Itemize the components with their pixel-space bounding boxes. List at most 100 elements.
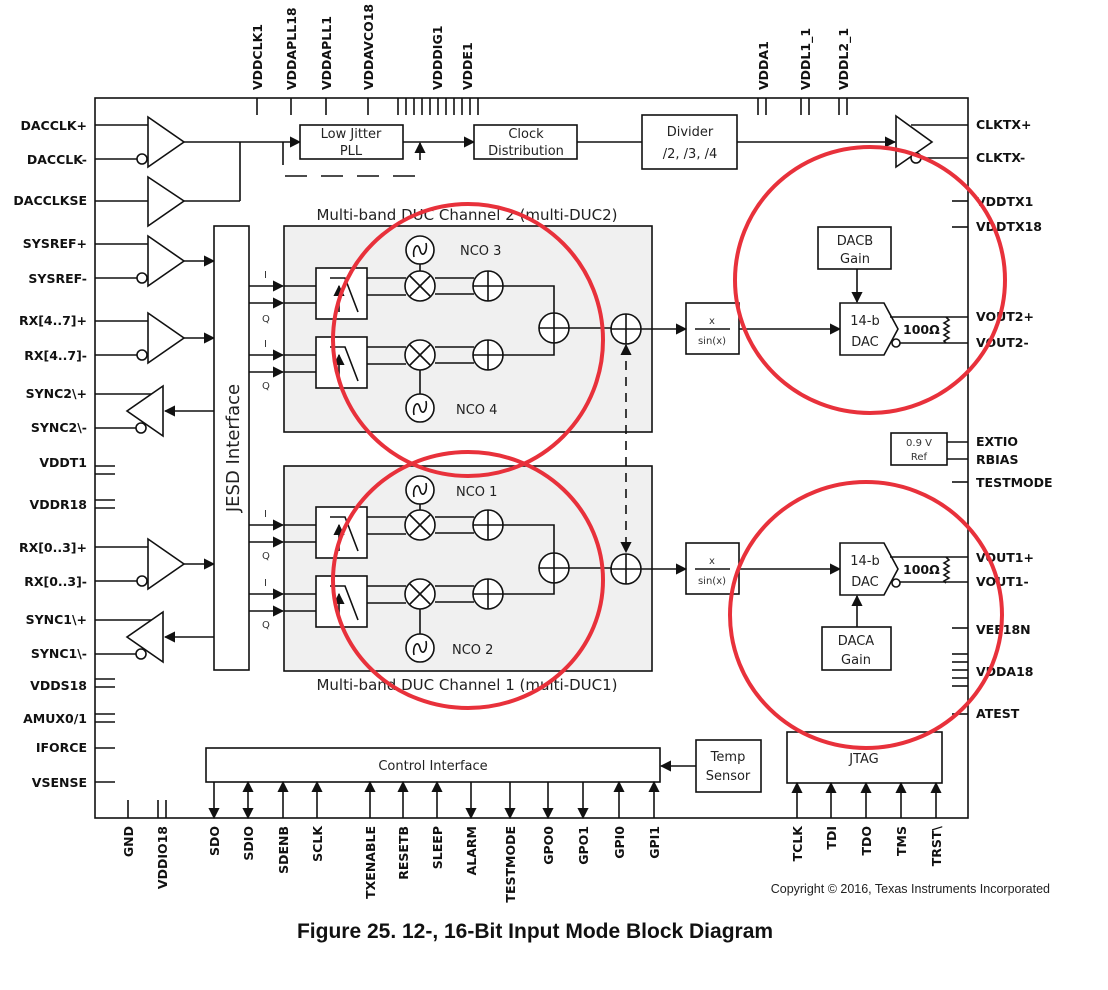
resistor-label: 100Ω	[903, 322, 940, 337]
voltage-reference-block	[890, 432, 948, 466]
pin-label-top: VDDA1	[756, 41, 771, 90]
mixer-icon	[409, 583, 431, 605]
pin-label-top: VDDAVCO18	[361, 4, 376, 90]
pin-label-bottom: RESETB	[396, 826, 411, 880]
nco2-label: NCO 2	[452, 643, 493, 658]
pin-label-right: EXTIO	[976, 434, 1018, 449]
gain-label: DACA	[838, 634, 875, 649]
pin-label-left: SYNC2\-	[31, 420, 87, 435]
nco1-label: NCO 1	[456, 485, 497, 500]
pin-label-bottom: TDI	[824, 826, 839, 850]
pin-label-top: VDDL1_1	[798, 28, 814, 90]
jtag-label: JTAG	[848, 752, 879, 767]
dac-label: 14-b	[850, 554, 880, 569]
pin-label-right: VOUT1-	[976, 574, 1029, 589]
pin-label-bottom: TCLK	[790, 825, 805, 862]
pin-label-bottom: GND	[121, 826, 136, 857]
divider-label: /2, /3, /4	[663, 147, 717, 162]
q-label: Q	[262, 551, 270, 562]
clock-distribution-label: Clock	[508, 127, 544, 142]
pin-label-bottom: SCLK	[310, 825, 325, 862]
pin-label-bottom: SDENB	[276, 826, 291, 874]
nco4-label: NCO 4	[456, 403, 497, 418]
pin-label-bottom: TXENABLE	[363, 826, 378, 899]
pin-label-left: SYNC1\+	[26, 612, 87, 627]
pin-label-bottom: GPO0	[541, 826, 556, 865]
gain-label: DACB	[837, 234, 873, 249]
pin-label-left: SYSREF+	[23, 236, 87, 251]
i-label: I	[264, 270, 267, 281]
daca-gain-block	[821, 626, 892, 671]
bottom-pin-connections	[127, 780, 942, 820]
pin-label-left: DACCLK-	[27, 152, 87, 167]
i-label: I	[264, 339, 267, 350]
figure-caption: Figure 25. 12-, 16-Bit Input Mode Block …	[297, 920, 773, 943]
pin-label-right: VEE18N	[976, 622, 1031, 637]
mixer-icon	[409, 275, 431, 297]
pin-label-left: VDDT1	[39, 455, 87, 470]
temp-sensor-label: Sensor	[706, 769, 751, 784]
sinc-label: x	[709, 556, 715, 567]
mixer-icon	[409, 514, 431, 536]
pin-label-top: VDDAPLL1	[319, 16, 334, 90]
wire	[503, 285, 555, 313]
gain-label: Gain	[841, 653, 871, 668]
top-pin-group	[256, 98, 848, 115]
pin-label-right: CLKTX-	[976, 150, 1025, 165]
divider-block	[641, 114, 738, 170]
sine-wave-icon	[412, 482, 428, 498]
jesd-interface-label: JESD Interface	[223, 384, 244, 513]
resistor-icon	[942, 556, 951, 584]
pin-label-top: VDDE1	[460, 42, 475, 90]
pin-label-bottom: GPO1	[576, 826, 591, 865]
wire	[503, 583, 555, 595]
q-label: Q	[262, 620, 270, 631]
sinc-compensation-1	[685, 542, 740, 595]
pin-label-top: VDDAPLL18	[284, 7, 299, 90]
pin-label-top: VDDDIG1	[430, 26, 445, 90]
resistor-icon	[942, 316, 951, 344]
pin-label-bottom: TRST\	[929, 826, 944, 867]
clktx-buffer	[895, 114, 968, 169]
pin-label-left: VSENSE	[32, 775, 87, 790]
pin-label-right: VOUT2+	[976, 309, 1034, 324]
ref-label: 0.9 V	[906, 438, 932, 449]
pin-label-left: RX[4..7]-	[24, 348, 87, 363]
copyright-text: Copyright © 2016, Texas Instruments Inco…	[771, 882, 1050, 896]
pin-label-right: TESTMODE	[976, 475, 1053, 490]
pin-label-left: RX[0..3]-	[24, 574, 87, 589]
rx03-receiver	[95, 537, 216, 591]
pin-label-left: VDDS18	[30, 678, 87, 693]
pin-label-top: VDDL2_1	[836, 28, 852, 90]
sine-wave-icon	[412, 242, 428, 258]
pin-label-bottom: VDDIO18	[155, 826, 170, 889]
sync2-driver	[95, 384, 214, 438]
dac2-block	[839, 302, 899, 356]
dacb-gain-block	[817, 226, 892, 270]
pin-label-left: RX[4..7]+	[19, 313, 87, 328]
sysref-receiver	[95, 234, 216, 288]
pin-label-left: DACCLKSE	[13, 193, 87, 208]
pin-label-left: IFORCE	[36, 740, 87, 755]
sinc-label: sin(x)	[698, 576, 726, 587]
pin-label-bottom: TDO	[859, 826, 874, 856]
duc1-title: Multi-band DUC Channel 1 (multi-DUC1)	[316, 676, 617, 694]
pin-label-left: RX[0..3]+	[19, 540, 87, 555]
nco3-label: NCO 3	[460, 244, 501, 259]
temp-sensor-label: Temp	[710, 750, 746, 765]
pin-label-right: VDDTX1	[976, 194, 1033, 209]
highlight-circle	[733, 145, 1007, 415]
highlight-circle	[331, 450, 605, 710]
dac1-block	[839, 542, 899, 596]
pin-label-bottom: TMS	[894, 826, 909, 856]
pin-label-bottom: SDO	[207, 826, 222, 856]
pin-label-bottom: SDIO	[241, 826, 256, 861]
clock-distribution-label: Distribution	[488, 144, 564, 159]
sync1-driver	[95, 610, 214, 664]
pin-label-left: AMUX0/1	[23, 711, 87, 726]
pin-label-right: CLKTX+	[976, 117, 1031, 132]
pll-label: Low Jitter	[321, 127, 382, 142]
sine-wave-icon	[412, 640, 428, 656]
pin-label-bottom: TESTMODE	[503, 826, 518, 903]
highlight-circle	[331, 202, 605, 478]
